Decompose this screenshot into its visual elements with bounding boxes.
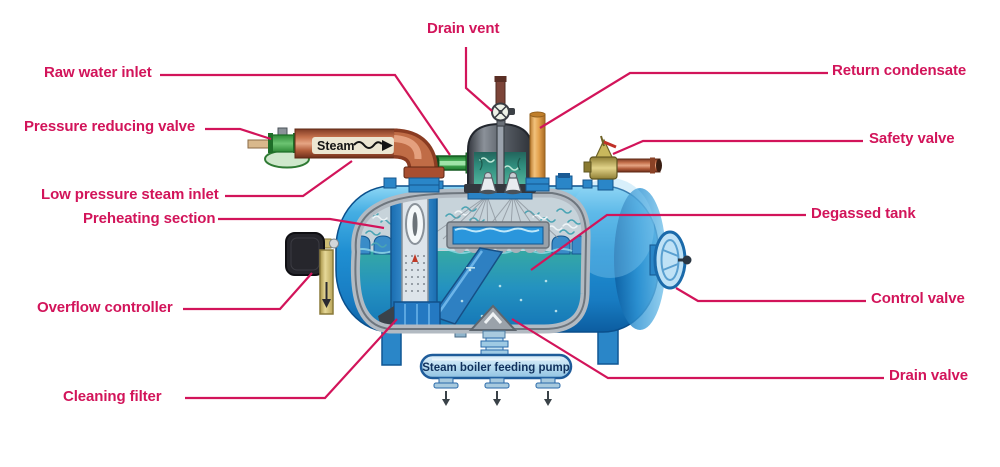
overflow-controller-assembly: [285, 232, 339, 315]
drain-vent-pipe: [491, 76, 515, 127]
leader-degassed-tank: [530, 213, 806, 271]
callout-label-overflow-controller: Overflow controller: [37, 299, 173, 316]
elbow-flange: [403, 166, 445, 179]
leader-return-condensate: [539, 71, 828, 129]
callout-label-low-pressure-steam-inlet: Low pressure steam inlet: [41, 186, 219, 203]
leader-cleaning-filter: [185, 318, 398, 400]
steam-elbow: [392, 128, 445, 193]
safety-valve-body: [589, 156, 618, 180]
callout-label-raw-water-inlet: Raw water inlet: [44, 64, 152, 81]
callout-label-pressure-reducing-valve: Pressure reducing valve: [24, 118, 196, 135]
flow-arrow-up: [412, 254, 418, 262]
distribution-tray: [446, 221, 550, 253]
overflow-controller-box: [285, 232, 325, 276]
spray-nozzle: [504, 172, 522, 195]
downcomer-duct: [430, 247, 504, 325]
leader-drain-vent: [464, 47, 493, 112]
leader-raw-water-inlet: [160, 73, 451, 156]
safety-valve-lever: [603, 140, 617, 149]
leader-lines: [160, 47, 884, 400]
leader-preheating-section: [218, 217, 385, 230]
return-condensate-pipe: [525, 111, 550, 192]
tank-cutaway-section: [350, 188, 591, 334]
tank-fitting: [582, 179, 593, 189]
overflow-arrow-down: [322, 299, 331, 308]
leader-drain-valve: [511, 318, 884, 380]
leader-safety-valve: [612, 139, 863, 156]
pump-outlet: [433, 377, 459, 406]
tank-fitting: [383, 177, 397, 189]
leader-pressure-reducing-valve: [205, 127, 272, 141]
steam-inlet-line: Steam: [247, 127, 445, 193]
spray-nozzle: [479, 172, 497, 195]
filter-mesh-dots: [405, 255, 425, 292]
callout-label-drain-vent: Drain vent: [427, 20, 500, 37]
safety-valve-cone: [595, 138, 613, 158]
pump-label-text: Steam boiler feeding pump: [422, 362, 570, 374]
leader-overflow-controller: [183, 272, 313, 311]
callout-label-return-condensate: Return condensate: [832, 62, 967, 79]
steam-flow-tag: Steam: [312, 137, 394, 154]
callout-label-preheating-section: Preheating section: [83, 210, 216, 227]
steam-arrow-head: [382, 140, 393, 151]
callout-label-safety-valve: Safety valve: [869, 130, 955, 147]
water-speckles: [430, 267, 558, 318]
tank-end-cap: [614, 188, 666, 330]
callout-label-control-valve: Control valve: [871, 290, 965, 307]
deaerator-dome: [464, 122, 536, 200]
control-valve-assembly: [649, 230, 692, 290]
pump-outlet: [484, 377, 510, 406]
callout-label-drain-valve: Drain valve: [889, 367, 968, 384]
steam-flow-text: Steam: [317, 139, 355, 153]
vortex-breaker: [468, 304, 518, 331]
feeding-pump-assembly: Steam boiler feeding pump: [419, 304, 573, 406]
tank-fitting-cap: [558, 173, 570, 178]
leader-control-valve: [675, 287, 866, 303]
leader-low-pressure-steam-inlet: [225, 160, 353, 198]
dome-skirt: [464, 184, 536, 193]
pump-outlet: [535, 377, 561, 406]
callout-label-cleaning-filter: Cleaning filter: [63, 388, 162, 405]
overflow-sensor-tip: [329, 238, 339, 249]
control-valve-knob: [682, 255, 692, 265]
safety-valve-assembly: [583, 135, 662, 191]
dome-center-pipe: [496, 125, 505, 193]
callout-label-degassed-tank: Degassed tank: [811, 205, 916, 222]
